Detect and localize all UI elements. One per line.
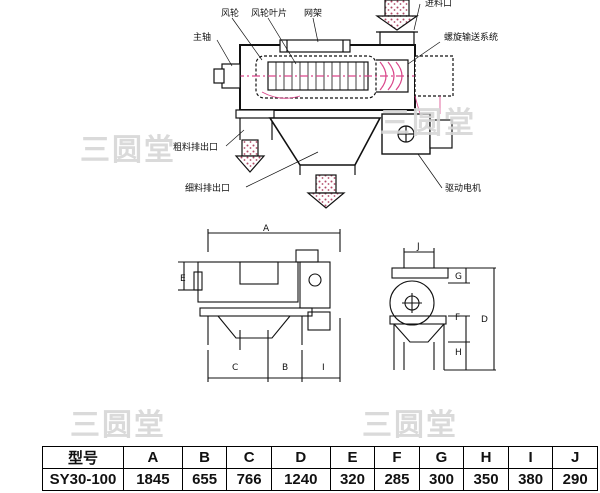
cell-model: SY30-100 xyxy=(42,468,124,491)
section-labels: 风轮 风轮叶片 网架 进料口 主轴 螺旋输送系统 粗料排出口 细料排出口 驱动电… xyxy=(173,0,498,194)
drive-motor xyxy=(381,113,453,155)
cell-F: 285 xyxy=(374,468,420,491)
label-motor: 驱动电机 xyxy=(445,182,481,194)
watermark-3: 三圆堂 xyxy=(70,408,166,443)
section-view xyxy=(213,0,454,209)
label-coarse-outlet: 粗料排出口 xyxy=(173,141,218,153)
dim-E: E xyxy=(180,274,186,284)
cell-D: 1240 xyxy=(270,468,331,491)
screw-conveyor xyxy=(376,59,409,93)
dim-C: C xyxy=(232,363,238,373)
coarse-outlet-arrow xyxy=(234,139,266,173)
watermark-4: 三圆堂 xyxy=(362,408,458,443)
label-screw: 螺旋输送系统 xyxy=(444,31,498,43)
leader-lines xyxy=(216,3,443,189)
header-E: E xyxy=(329,446,376,469)
header-D: D xyxy=(270,446,331,469)
cell-H: 350 xyxy=(463,468,509,491)
label-frame: 网架 xyxy=(304,8,322,19)
dim-B: B xyxy=(282,363,288,373)
fine-cone xyxy=(268,117,382,166)
dim-I: I xyxy=(322,363,325,373)
header-H: H xyxy=(463,446,509,469)
inlet-arrow xyxy=(375,0,419,31)
dim-F: F xyxy=(455,313,460,323)
cell-C: 766 xyxy=(226,468,272,491)
header-model: 型号 xyxy=(42,446,124,469)
spec-table: 型号 A B C D E F G H I J SY30-100 1845 655… xyxy=(42,446,598,491)
front-view xyxy=(178,229,341,382)
label-wheel: 风轮 xyxy=(221,7,239,19)
header-I: I xyxy=(507,446,554,469)
label-inlet: 进料口 xyxy=(425,0,452,9)
table-row: SY30-100 1845 655 766 1240 320 285 300 3… xyxy=(42,468,598,491)
fine-outlet-arrow xyxy=(306,174,346,209)
dim-A: A xyxy=(263,224,270,234)
header-J: J xyxy=(552,446,598,469)
cell-A: 1845 xyxy=(123,468,183,491)
watermark-2: 三圆堂 xyxy=(380,106,476,141)
header-A: A xyxy=(123,446,183,469)
dim-D: D xyxy=(481,315,488,325)
side-view xyxy=(389,248,496,371)
header-C: C xyxy=(226,446,272,469)
dim-G: G xyxy=(455,272,462,282)
side-view-dims: J G F D H xyxy=(416,242,488,358)
label-fine-outlet: 细料排出口 xyxy=(185,182,230,194)
header-F: F xyxy=(374,446,420,469)
cell-B: 655 xyxy=(181,468,228,491)
front-view-dims: A E C B I xyxy=(180,224,325,373)
cell-E: 320 xyxy=(329,468,376,491)
cell-J: 290 xyxy=(552,468,598,491)
dim-J: J xyxy=(416,242,420,252)
cell-G: 300 xyxy=(418,468,465,491)
watermark-1: 三圆堂 xyxy=(80,133,176,168)
label-blade: 风轮叶片 xyxy=(251,7,287,19)
table-header-row: 型号 A B C D E F G H I J xyxy=(42,446,598,469)
cell-I: 380 xyxy=(507,468,554,491)
header-B: B xyxy=(181,446,228,469)
header-G: G xyxy=(418,446,465,469)
dim-H: H xyxy=(455,348,462,358)
label-shaft: 主轴 xyxy=(193,31,211,43)
